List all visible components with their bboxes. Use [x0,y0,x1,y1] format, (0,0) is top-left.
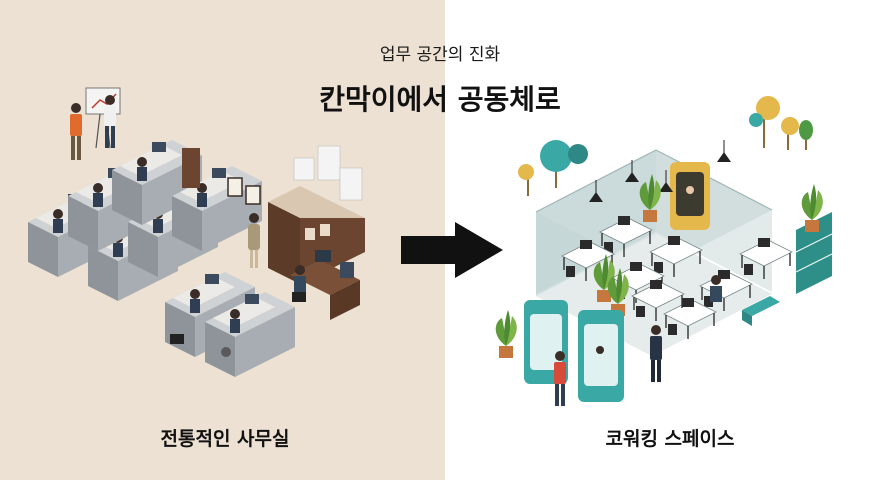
figure-title: 칸막이에서 공동체로 [319,83,561,116]
coworking-space-caption: 코워킹 스페이스 [605,428,735,450]
traditional-office-caption: 전통적인 사무실 [160,428,290,450]
right-arrow-icon [401,222,503,278]
coworking-space-illustration [495,96,833,406]
figure-subtitle: 업무 공간의 진화 [379,45,501,65]
traditional-office-illustration [28,87,365,377]
